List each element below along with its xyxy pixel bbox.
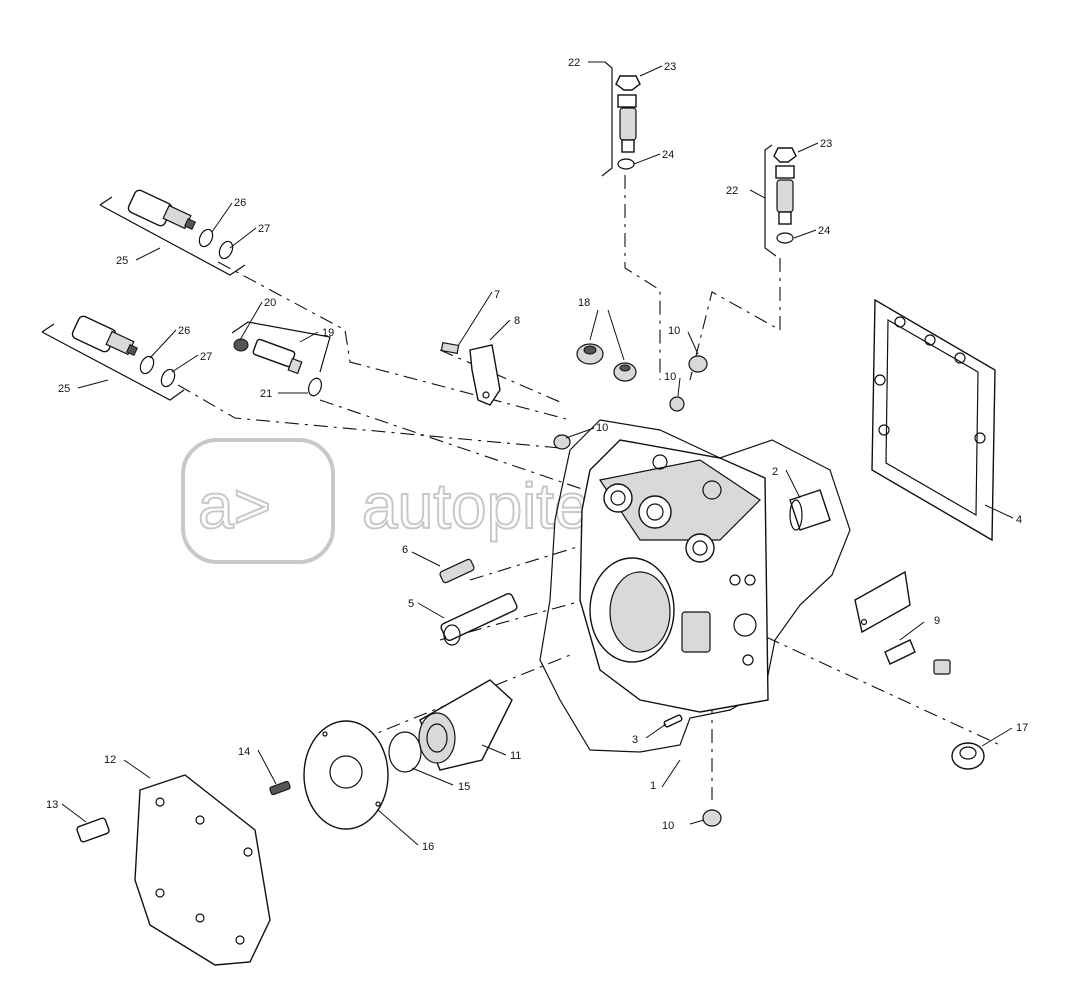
callout-9: 9 <box>934 615 940 627</box>
callout-16: 16 <box>422 841 434 853</box>
shaft-group <box>269 679 513 830</box>
callout-26-upper: 26 <box>234 197 246 209</box>
callout-22-right: 22 <box>726 185 738 197</box>
callout-4: 4 <box>1016 514 1022 526</box>
callout-10-mid: 10 <box>664 371 676 383</box>
callout-13: 13 <box>46 799 58 811</box>
callout-1: 1 <box>650 780 656 792</box>
callout-6: 6 <box>402 544 408 556</box>
watermark-logo-box <box>181 438 335 564</box>
callout-22-top: 22 <box>568 57 580 69</box>
cover-plate <box>854 570 951 675</box>
callout-15: 15 <box>458 781 470 793</box>
callout-10-bottom: 10 <box>662 820 674 832</box>
callout-23-right: 23 <box>820 138 832 150</box>
callout-2: 2 <box>772 466 778 478</box>
callout-25-upper: 25 <box>116 255 128 267</box>
pump-housing <box>539 419 851 753</box>
callout-5: 5 <box>408 598 414 610</box>
plug-group <box>553 343 722 827</box>
valve-cartridge-lower <box>41 315 185 401</box>
leader-lines <box>61 61 1014 846</box>
callout-19: 19 <box>322 327 334 339</box>
watermark-logo: a> <box>198 470 271 542</box>
callout-18: 18 <box>578 297 590 309</box>
callout-27-lower: 27 <box>200 351 212 363</box>
bracket-group <box>440 341 501 406</box>
drain-plug <box>951 742 985 770</box>
callout-26-lower: 26 <box>178 325 190 337</box>
check-valve-group <box>231 321 331 397</box>
callout-10-left: 10 <box>596 422 608 434</box>
callout-11: 11 <box>510 750 521 762</box>
callout-25-lower: 25 <box>58 383 70 395</box>
sleeve <box>789 489 831 531</box>
dowel-pin <box>663 714 683 728</box>
callout-12: 12 <box>104 754 116 766</box>
callout-24-right: 24 <box>818 225 830 237</box>
callout-labels: 1 2 3 4 5 6 7 8 9 10 10 10 10 11 12 13 1… <box>46 57 1028 853</box>
callout-7: 7 <box>494 289 500 301</box>
relief-valve-lower <box>764 144 797 257</box>
callout-17: 17 <box>1016 722 1028 734</box>
callout-27-upper: 27 <box>258 223 270 235</box>
screws <box>439 558 518 646</box>
callout-24-top: 24 <box>662 149 674 161</box>
callout-8: 8 <box>514 315 520 327</box>
callout-20: 20 <box>264 297 276 309</box>
gasket <box>871 298 996 542</box>
callout-23-top: 23 <box>664 61 676 73</box>
valve-cartridge-upper <box>99 189 246 276</box>
callout-14: 14 <box>238 746 250 758</box>
callout-21: 21 <box>260 388 272 400</box>
relief-valve-upper <box>601 61 641 177</box>
end-cover <box>76 774 271 966</box>
callout-10-top-right: 10 <box>668 325 680 337</box>
callout-3: 3 <box>632 734 638 746</box>
